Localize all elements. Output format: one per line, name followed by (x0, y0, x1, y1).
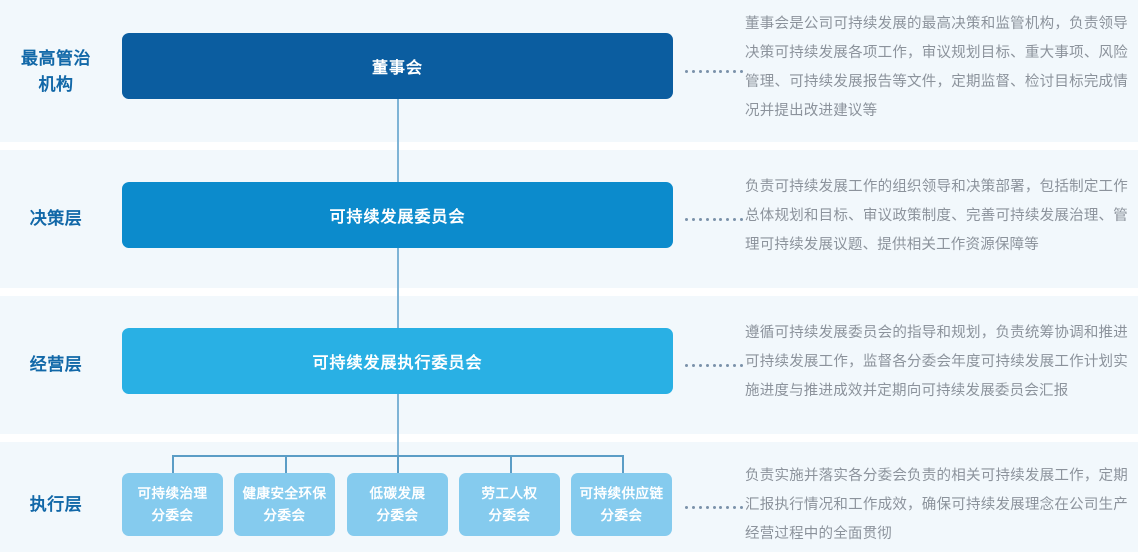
description-highest-governance: 董事会是公司可持续发展的最高决策和监管机构，负责领导决策可持续发展各项工作，审议… (745, 16, 1128, 119)
dotted-leader-4 (685, 502, 743, 512)
subnode-label-line2: 分委会 (151, 507, 194, 523)
subnode-label-line1: 健康安全环保 (242, 485, 327, 501)
tier-label-decision: 决策层 (0, 206, 112, 232)
tier-label-highest-governance: 最高管治 机构 (0, 46, 112, 98)
dotted-leader-3 (685, 360, 743, 370)
node-sustainability-committee[interactable]: 可持续发展委员会 (122, 182, 673, 248)
tier-label-line2: 机构 (38, 75, 74, 94)
subnode-sustainable-governance[interactable]: 可持续治理 分委会 (122, 473, 223, 536)
branch-drop-2 (285, 455, 287, 473)
node-label: 可持续发展执行委员会 (312, 355, 483, 372)
node-sustainability-executive-committee[interactable]: 可持续发展执行委员会 (122, 328, 673, 394)
dotted-leader-2 (685, 214, 743, 224)
branch-drop-1 (172, 455, 174, 473)
tier-label-line1: 最高管治 (21, 49, 91, 68)
subnode-label-line2: 分委会 (263, 507, 306, 523)
subnode-labor-human-rights[interactable]: 劳工人权 分委会 (459, 473, 560, 536)
subnode-health-safety-environment[interactable]: 健康安全环保 分委会 (234, 473, 335, 536)
node-label: 董事会 (371, 60, 423, 77)
branch-drop-5 (622, 455, 624, 473)
description-decision-layer: 负责可持续发展工作的组织领导和决策部署，包括制定工作总体规划和目标、审议政策制度… (745, 179, 1128, 253)
connector-committee-to-exec (397, 248, 399, 328)
description-execution-layer: 负责实施并落实各分委会负责的相关可持续发展工作，定期汇报执行情况和工作成效，确保… (745, 468, 1128, 542)
connector-board-to-committee (397, 99, 399, 182)
tier-label-line1: 执行层 (29, 495, 83, 514)
tier-label-execution: 执行层 (0, 492, 112, 518)
subnode-label-line1: 劳工人权 (481, 485, 538, 501)
subnode-label-line1: 低碳发展 (369, 485, 426, 501)
description-management-layer: 遵循可持续发展委员会的指导和规划，负责统筹协调和推进可持续发展工作，监督各分委会… (745, 325, 1128, 399)
subnode-label-line2: 分委会 (600, 507, 643, 523)
subnode-sustainable-supply-chain[interactable]: 可持续供应链 分委会 (571, 473, 672, 536)
branch-drop-4 (510, 455, 512, 473)
node-board-of-directors[interactable]: 董事会 (122, 33, 673, 99)
node-label: 可持续发展委员会 (329, 209, 466, 226)
connector-exec-to-branch-bus (397, 394, 399, 456)
tier-label-management: 经营层 (0, 352, 112, 378)
branch-drop-3 (397, 455, 399, 473)
subnode-label-line1: 可持续供应链 (579, 485, 664, 501)
subnode-low-carbon-development[interactable]: 低碳发展 分委会 (347, 473, 448, 536)
subnode-label-line2: 分委会 (488, 507, 531, 523)
tier-label-line1: 经营层 (29, 355, 83, 374)
tier-label-line1: 决策层 (29, 209, 83, 228)
dotted-leader-1 (685, 66, 743, 76)
subnode-label-line2: 分委会 (376, 507, 419, 523)
subnode-label-line1: 可持续治理 (137, 485, 208, 501)
